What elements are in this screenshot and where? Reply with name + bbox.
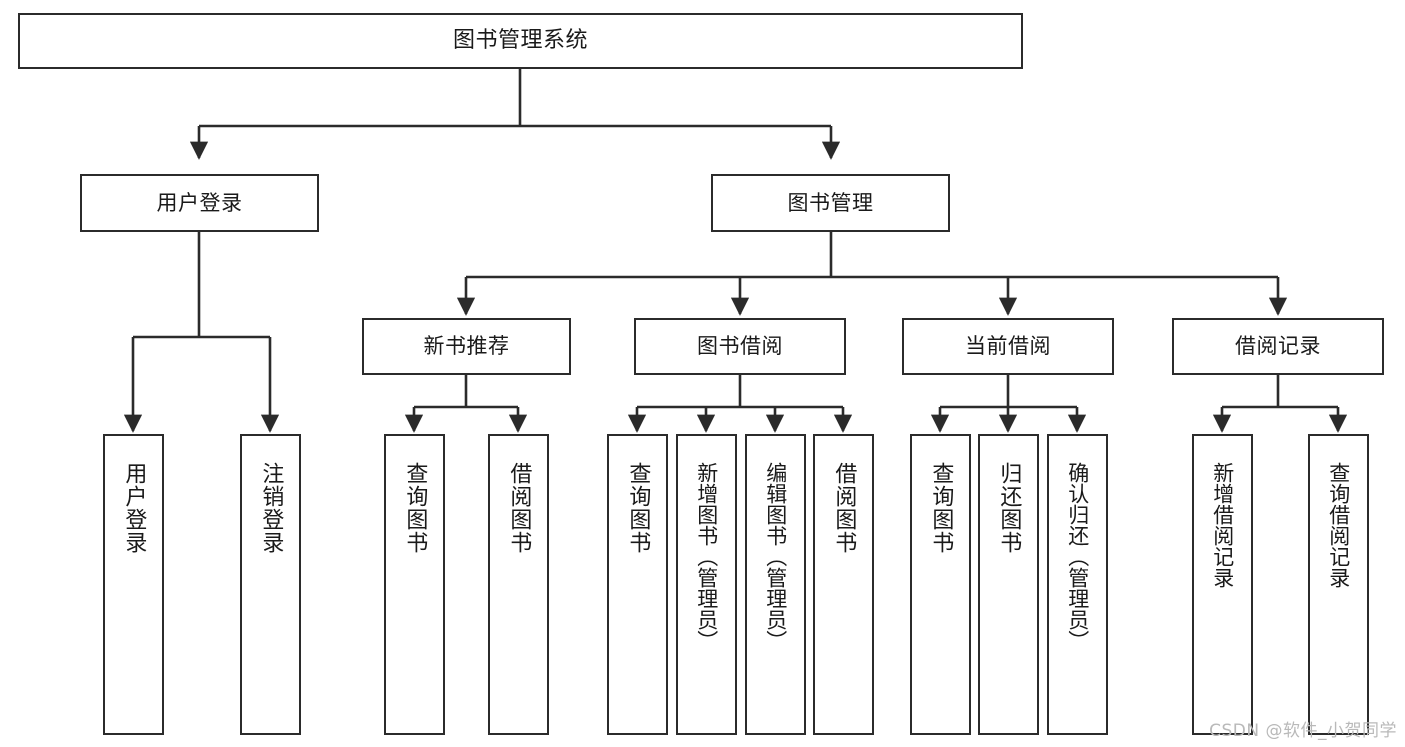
node-label: 新书推荐 [423, 334, 510, 359]
leaf-add-book[interactable]: 新增图书（管理员） [676, 434, 737, 735]
node-label: 新增借阅记录 [1210, 462, 1235, 588]
node-book-borrow[interactable]: 图书借阅 [634, 318, 846, 375]
node-book-manage[interactable]: 图书管理 [711, 174, 950, 232]
node-new-book-recommend[interactable]: 新书推荐 [362, 318, 571, 375]
node-root-system[interactable]: 图书管理系统 [18, 13, 1023, 69]
node-current-borrow[interactable]: 当前借阅 [902, 318, 1114, 375]
leaf-query-record[interactable]: 查询借阅记录 [1308, 434, 1369, 735]
node-label: 注销登录 [258, 462, 284, 554]
node-label: 图书借阅 [697, 334, 783, 359]
node-label: 查询图书 [402, 462, 428, 554]
node-label: 借阅图书 [506, 462, 532, 554]
node-label: 用户登录 [156, 190, 243, 215]
node-label: 当前借阅 [965, 334, 1051, 359]
leaf-add-record[interactable]: 新增借阅记录 [1192, 434, 1253, 735]
node-label: 新增图书（管理员） [694, 462, 719, 651]
node-label: 查询图书 [625, 462, 651, 554]
node-label: 查询借阅记录 [1326, 462, 1351, 588]
node-label: 归还图书 [996, 462, 1022, 554]
leaf-return-book[interactable]: 归还图书 [978, 434, 1039, 735]
node-label: 查询图书 [928, 462, 954, 554]
leaf-borrow-book-2[interactable]: 借阅图书 [813, 434, 874, 735]
node-label: 编辑图书（管理员） [763, 462, 788, 651]
watermark-text: CSDN @软件_小贺同学 [1209, 721, 1397, 741]
node-label: 图书管理 [787, 190, 874, 215]
node-label: 借阅记录 [1235, 334, 1321, 359]
leaf-query-book-1[interactable]: 查询图书 [384, 434, 445, 735]
node-label: 确认归还（管理员） [1065, 462, 1090, 651]
node-user-login[interactable]: 用户登录 [80, 174, 319, 232]
leaf-query-book-3[interactable]: 查询图书 [910, 434, 971, 735]
node-label: 图书管理系统 [452, 28, 588, 54]
node-label: 用户登录 [121, 462, 147, 554]
leaf-confirm-return[interactable]: 确认归还（管理员） [1047, 434, 1108, 735]
leaf-query-book-2[interactable]: 查询图书 [607, 434, 668, 735]
leaf-user-login[interactable]: 用户登录 [103, 434, 164, 735]
leaf-borrow-book-1[interactable]: 借阅图书 [488, 434, 549, 735]
node-borrow-record[interactable]: 借阅记录 [1172, 318, 1384, 375]
leaf-edit-book[interactable]: 编辑图书（管理员） [745, 434, 806, 735]
node-label: 借阅图书 [831, 462, 857, 554]
leaf-logout-login[interactable]: 注销登录 [240, 434, 301, 735]
